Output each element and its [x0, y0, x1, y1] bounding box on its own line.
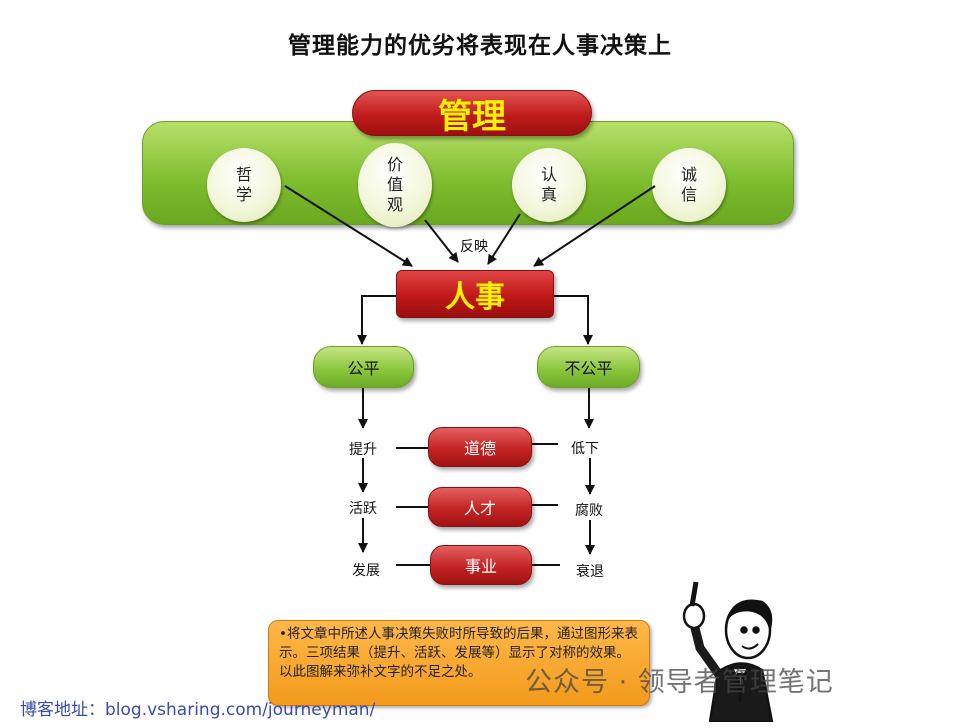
explanation-note: •将文章中所述人事决策失败时所导致的后果，通过图形来表示。三项结果（提升、活跃、… [268, 620, 650, 706]
morality-box: 道德 [428, 427, 532, 467]
right-label-decline: 衰退 [576, 564, 604, 580]
right-label-low: 低下 [571, 441, 599, 457]
circle-seriousness: 认真 [512, 148, 586, 222]
unfair-label: 不公平 [564, 359, 613, 378]
circle-label: 认真 [540, 165, 557, 204]
talent-label: 人才 [463, 499, 496, 518]
businessman-illustration [682, 581, 774, 722]
fair-pill: 公平 [313, 346, 414, 388]
personnel-box: 人事 [396, 270, 554, 318]
circle-philosophy: 哲学 [207, 148, 281, 222]
circle-label: 哲学 [235, 165, 252, 204]
diagram-title: 管理能力的优劣将表现在人事决策上 [288, 33, 672, 59]
career-box: 事业 [430, 545, 532, 585]
left-label-improve: 提升 [349, 442, 377, 458]
left-label-active: 活跃 [349, 501, 377, 517]
reflect-label: 反映 [460, 239, 488, 255]
blog-address: 博客地址：blog.vsharing.com/journeyman/ [20, 700, 376, 720]
career-label: 事业 [464, 557, 497, 576]
personnel-label: 人事 [445, 280, 505, 315]
circle-label: 价值观 [386, 155, 403, 214]
circle-integrity: 诚信 [652, 148, 726, 222]
morality-label: 道德 [463, 439, 496, 458]
note-text: •将文章中所述人事决策失败时所导致的后果，通过图形来表示。三项结果（提升、活跃、… [279, 626, 638, 680]
talent-box: 人才 [428, 487, 532, 527]
watermark-text: 公众号 · 领导者管理笔记 [525, 667, 834, 698]
right-label-corrupt: 腐败 [575, 503, 603, 519]
unfair-pill: 不公平 [537, 346, 640, 388]
circle-values: 价值观 [358, 143, 432, 227]
circle-label: 诚信 [680, 165, 697, 204]
management-label: 管理 [438, 96, 506, 137]
management-pill: 管理 [352, 90, 592, 137]
fair-label: 公平 [347, 359, 380, 378]
left-label-develop: 发展 [352, 563, 380, 579]
